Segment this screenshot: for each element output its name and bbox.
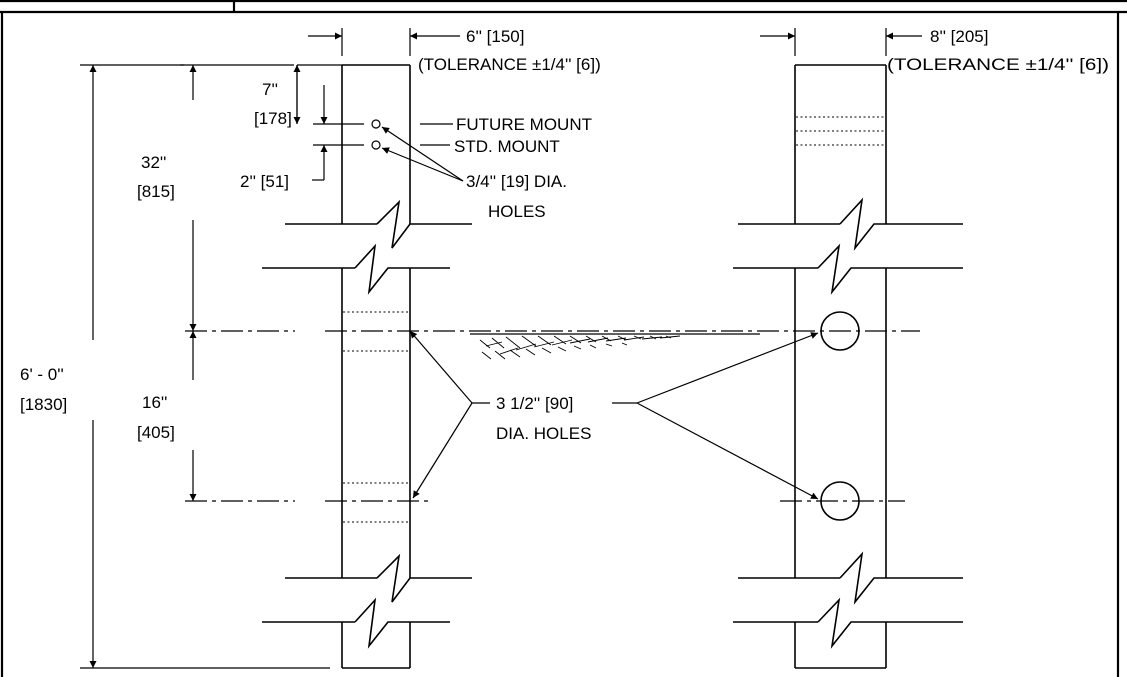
small-holes-line1: 3/4'' [19] DIA. [466,172,567,191]
dim-6ft-in: 6' - 0'' [20,365,64,384]
large-holes-callout: 3 1/2'' [90] DIA. HOLES [409,330,819,500]
dim-6ft-mm: [1830] [20,395,67,414]
right-width-dimension: 8'' [205] (TOLERANCE ±1/4'' [6]) [760,27,1109,74]
std-mount-hole [371,140,381,150]
small-holes-line2: HOLES [488,202,546,221]
large-holes-line1: 3 1/2'' [90] [496,394,573,413]
left-post [262,64,472,669]
right-post-break-lower [733,551,963,649]
left-width-label: 6'' [150] [466,27,524,46]
hole-height-dimensions: 32'' [815] 16'' [405] [137,64,294,501]
right-post [733,64,963,669]
mount-callouts: FUTURE MOUNT STD. MOUNT 3/4'' [19] DIA. … [381,115,592,221]
future-mount-hole [371,119,381,129]
right-width-label: 8'' [205] [930,27,988,46]
left-post-break-upper [262,199,472,295]
mount-spacing-dimension: 7'' [178] 2'' [51] [240,64,364,191]
center-lines [185,330,920,502]
right-width-tolerance: (TOLERANCE ±1/4'' [6]) [887,55,1109,74]
large-holes-line2: DIA. HOLES [496,424,591,443]
dim-2: 2'' [51] [240,172,289,191]
left-width-dimension: 6'' [150] (TOLERANCE ±1/4'' [6]) [308,27,601,74]
dim-32-mm: [815] [137,182,175,201]
dim-7-mm: [178] [254,109,292,128]
dim-16-mm: [405] [137,423,175,442]
future-mount-label: FUTURE MOUNT [456,115,592,134]
dim-32-in: 32'' [141,153,166,172]
overall-length-dimension: 6' - 0'' [1830] [20,64,330,669]
left-post-break-lower [262,553,472,649]
std-mount-label: STD. MOUNT [454,137,560,156]
left-width-tolerance: (TOLERANCE ±1/4'' [6]) [418,55,601,74]
dim-7-in: 7'' [262,80,278,99]
dim-16-in: 16'' [142,393,167,412]
ground-hatch [470,333,760,360]
right-post-break-upper [733,197,963,295]
